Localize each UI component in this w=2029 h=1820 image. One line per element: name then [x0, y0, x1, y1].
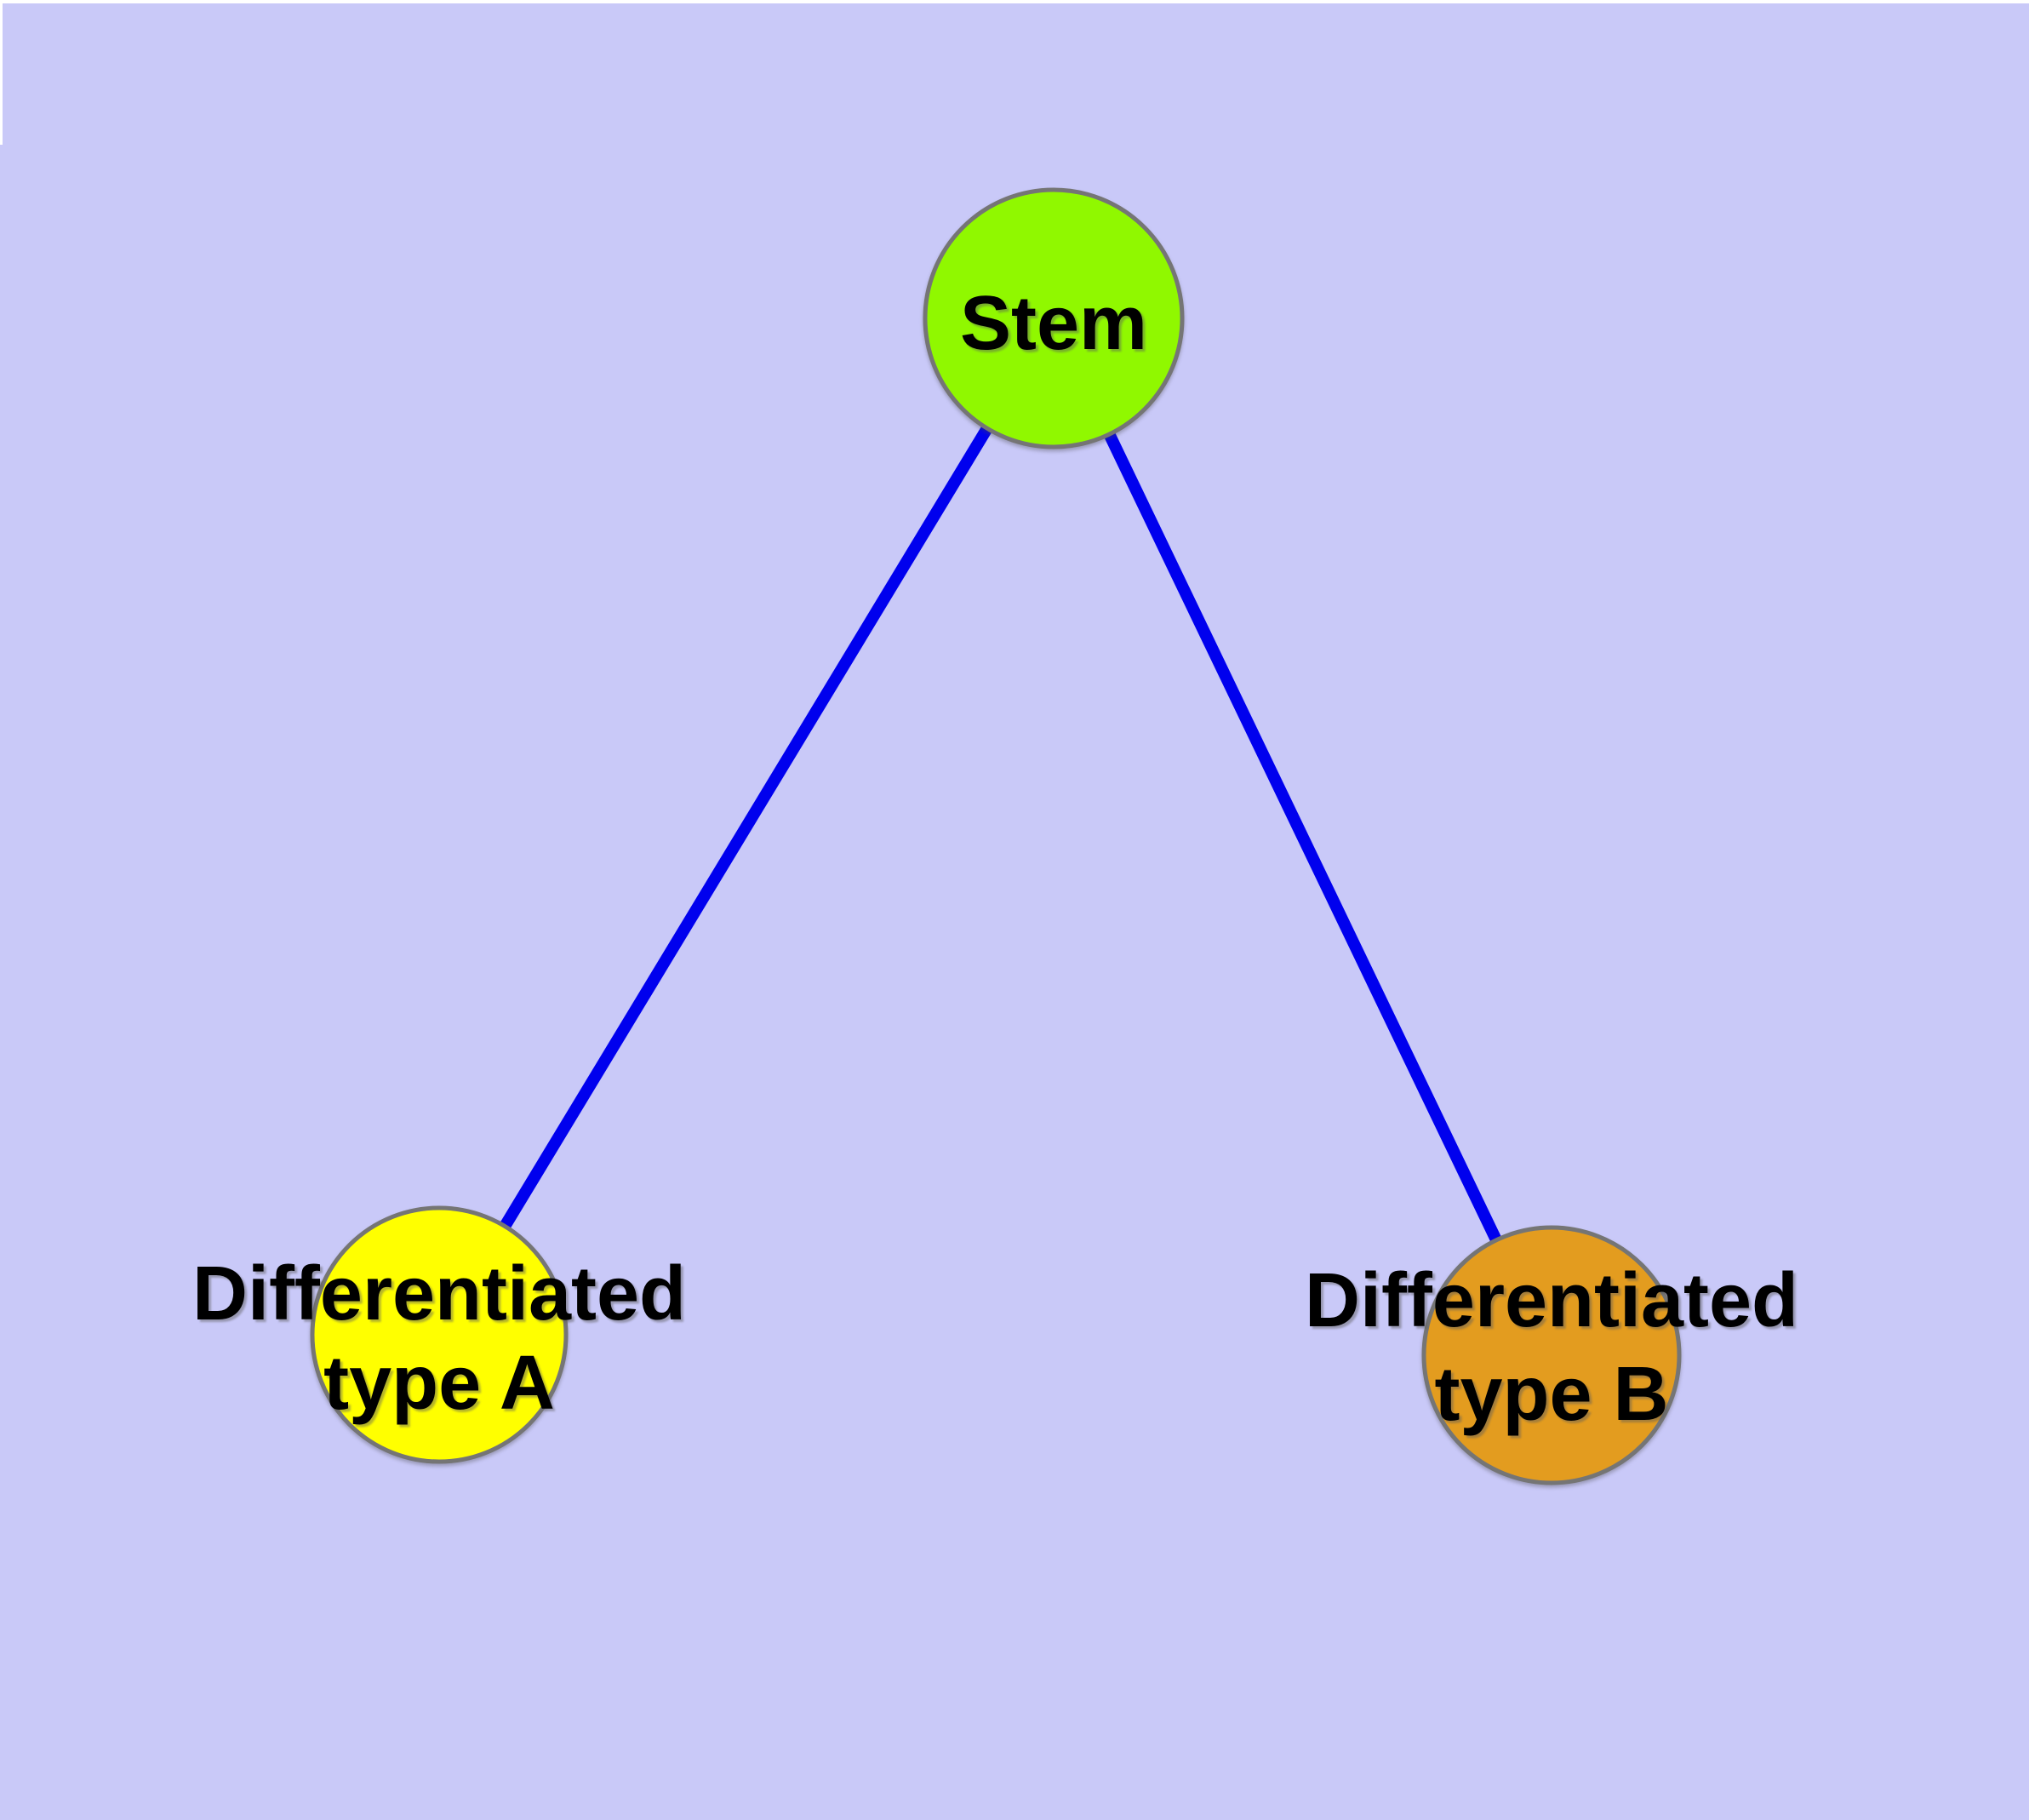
edge-stem-to-type-a	[434, 315, 1059, 1338]
node-type-b-label-line2: type B	[1434, 1352, 1668, 1437]
top-margin-strip	[0, 0, 2029, 3]
node-stem-label: Stem	[960, 281, 1147, 366]
node-type-b[interactable]	[1421, 1225, 1682, 1485]
node-type-a-label-line2: type A	[323, 1341, 555, 1426]
left-margin-strip	[0, 0, 3, 145]
edge-stem-to-type-b	[1048, 315, 1557, 1359]
node-type-a[interactable]	[310, 1205, 569, 1464]
node-stem[interactable]	[923, 187, 1185, 449]
node-type-a-label-line1: Differentiated	[192, 1251, 686, 1336]
node-type-b-label-line1: Differentiated	[1305, 1258, 1798, 1343]
